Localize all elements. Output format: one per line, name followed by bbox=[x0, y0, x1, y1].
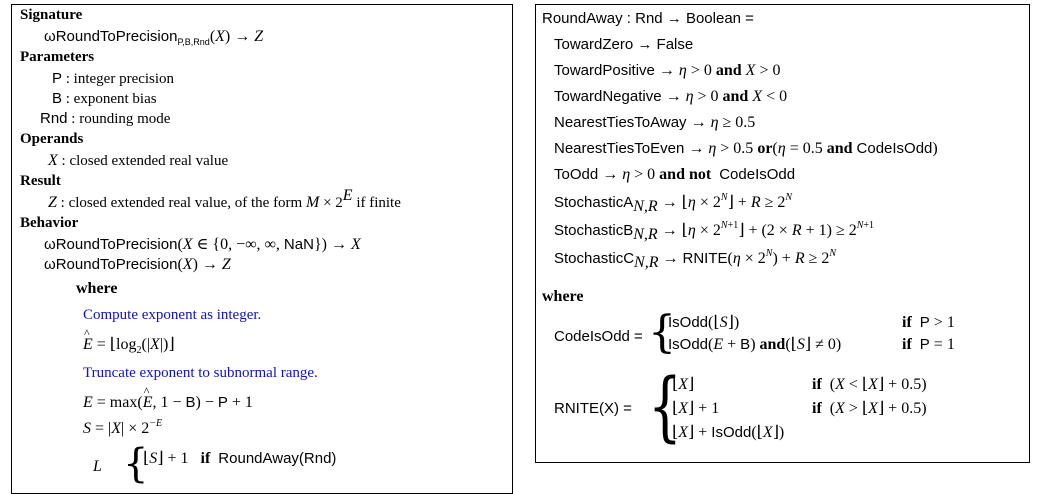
rnite-cond-2: if (X > ⌊X⌋ + 0.5) bbox=[812, 400, 927, 417]
result-heading: Result bbox=[20, 173, 61, 189]
mode-toward-negative: TowardNegative → η > 0 and X < 0 bbox=[554, 88, 788, 105]
codeisodd-cond-2: if P = 1 bbox=[902, 336, 955, 353]
comment-exponent: Compute exponent as integer. bbox=[83, 307, 262, 323]
param-rnd: Rnd : rounding mode bbox=[40, 110, 171, 127]
signature-function: ωRoundToPrecision bbox=[44, 28, 178, 45]
mode-stochastic-c: StochasticCN,R → RNITE(η × 2N) + R ≥ 2N bbox=[554, 248, 837, 271]
rnite-lhs: RNITE(X) = bbox=[554, 400, 632, 417]
mode-stochastic-b: StochasticBN,R → ⌊η × 2N+1⌋ + (2 × R + 1… bbox=[554, 220, 875, 243]
equation-ehat: E = ⌊log2(|X|)⌋ bbox=[83, 323, 175, 356]
operands-heading: Operands bbox=[20, 131, 84, 147]
mode-nearest-ties-to-away: NearestTiesToAway → η ≥ 0.5 bbox=[554, 114, 756, 131]
rnite-box: RNITE(X) = { ⌊X⌋ if (X < ⌊X⌋ + 0.5) ⌊X⌋ … bbox=[535, 359, 1030, 463]
rnite-brace: { bbox=[648, 361, 682, 450]
mode-stochastic-a: StochasticAN,R → ⌊η × 2N⌋ + R ≥ 2N bbox=[554, 192, 793, 215]
signature-args: (X) → Z bbox=[209, 28, 264, 45]
operand-x: X : closed extended real value bbox=[48, 152, 229, 169]
rnite-cond-1: if (X < ⌊X⌋ + 0.5) bbox=[812, 376, 927, 393]
mode-toward-zero: TowardZero → False bbox=[554, 36, 694, 53]
equation-m-brace: { bbox=[123, 441, 149, 487]
rnite-case-3: ⌊X⌋ + IsOdd(⌊X⌋) bbox=[672, 424, 785, 441]
signature-line: ωRoundToPrecisionP,B,Rnd(X) → Z bbox=[44, 27, 263, 47]
equation-e: E = max(E, 1 − B) − P + 1 bbox=[83, 381, 253, 413]
result-z: Z : closed extended real value, of the f… bbox=[48, 187, 401, 212]
equation-s: S = |X| × 2−E bbox=[83, 418, 163, 438]
param-p: P : integer precision bbox=[52, 70, 175, 87]
codeisodd-cond-1: if P > 1 bbox=[902, 314, 955, 331]
codeisodd-brace: { bbox=[648, 307, 676, 358]
mode-to-odd: ToOdd → η > 0 and not CodeIsOdd bbox=[554, 166, 796, 183]
behavior-heading: Behavior bbox=[20, 215, 79, 231]
comment-truncate: Truncate exponent to subnormal range. bbox=[83, 365, 318, 381]
equation-m-case-1: ⌊S⌋ + 1 if RoundAway(Rnd) bbox=[143, 450, 337, 467]
rnite-case-2: ⌊X⌋ + 1 bbox=[672, 400, 720, 417]
round-away-header: RoundAway : Rnd → Boolean = bbox=[542, 10, 754, 27]
codeisodd-case-1: IsOdd(⌊S⌋) bbox=[668, 314, 740, 331]
round-away-box: RoundAway : Rnd → Boolean = TowardZero →… bbox=[535, 4, 1030, 360]
rnite-case-1: ⌊X⌋ bbox=[672, 376, 695, 393]
codeisodd-lhs: CodeIsOdd = bbox=[554, 328, 643, 345]
mode-nearest-ties-to-even: NearestTiesToEven → η > 0.5 or(η = 0.5 a… bbox=[554, 140, 938, 157]
behavior-line-1: ωRoundToPrecision(X ∈ {0, −∞, ∞, NaN}) →… bbox=[44, 236, 361, 253]
behavior-line-2: ωRoundToPrecision(X) → Z bbox=[44, 256, 231, 273]
right-where-keyword: where bbox=[542, 288, 584, 305]
where-keyword: where bbox=[76, 280, 118, 297]
codeisodd-case-2: IsOdd(E + B) and(⌊S⌋ ≠ 0) bbox=[668, 336, 842, 353]
algorithm-spec-box: Signature ωRoundToPrecisionP,B,Rnd(X) → … bbox=[11, 4, 513, 494]
parameters-heading: Parameters bbox=[20, 49, 95, 65]
equation-m-lhs: L bbox=[93, 458, 102, 475]
signature-subscript: P,B,Rnd bbox=[177, 37, 210, 47]
param-b: B : exponent bias bbox=[52, 90, 157, 107]
mode-toward-positive: TowardPositive → η > 0 and X > 0 bbox=[554, 62, 781, 79]
signature-heading: Signature bbox=[20, 7, 83, 23]
